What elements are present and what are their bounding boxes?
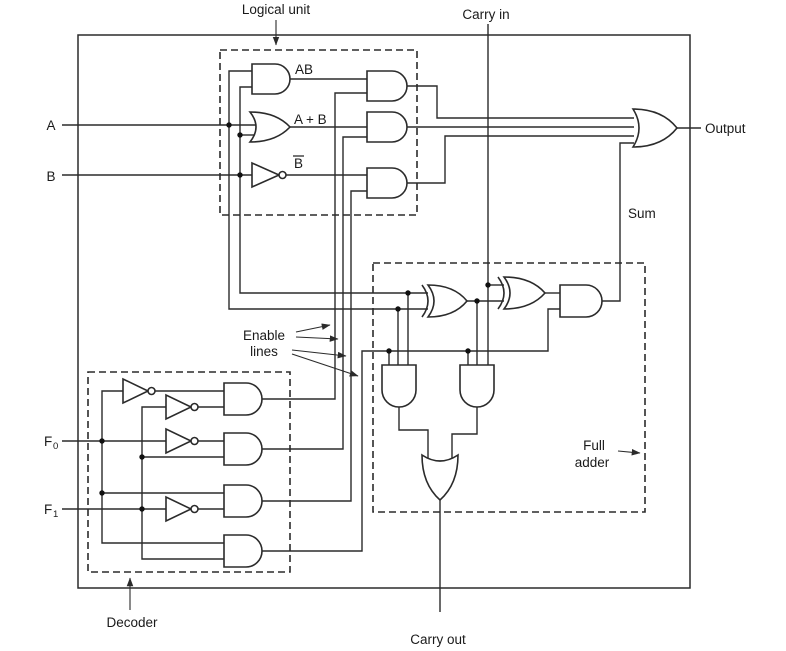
input-f1-subscript: 1 (53, 509, 58, 520)
enable-lines-label-line1: Enable (243, 328, 285, 343)
decoder-not-gate-2 (165, 393, 193, 421)
not-bubble-b (278, 170, 287, 180)
wire-logic1-to-output (407, 85, 634, 119)
xor-gate-1 (426, 284, 469, 318)
junction-dot (474, 298, 480, 304)
junction-dot (237, 132, 243, 138)
outer-chip-box (77, 34, 691, 589)
and-gate-ab (251, 63, 291, 95)
carry-out-label: Carry out (410, 632, 466, 647)
input-f1-label: F (44, 502, 52, 517)
gates (122, 63, 679, 568)
wires (62, 24, 701, 612)
wire-b-to-adder (239, 175, 428, 294)
junction-dot (485, 282, 491, 288)
region-boxes (77, 34, 691, 589)
wire-sum-to-output (602, 142, 634, 302)
decoder-and-gate-3 (223, 484, 263, 518)
junction-dot (395, 306, 401, 312)
carry-and-gate-left (381, 364, 417, 408)
wire-enable1 (262, 92, 367, 400)
enable-lines-label-line2: lines (250, 344, 278, 359)
decoder-not-bubble-2 (190, 402, 199, 412)
input-b-label: B (46, 169, 55, 184)
full-adder-label-line1: Full (583, 438, 605, 453)
decoder-box (87, 371, 291, 573)
input-f0-subscript: 0 (53, 441, 58, 452)
enable-lines-arrow-4 (291, 353, 359, 377)
output-or-gate (631, 108, 679, 148)
carry-and-gate-right (459, 364, 495, 408)
text-labels: Logical unit Carry in Output Sum Full ad… (44, 2, 746, 647)
input-f0-label: F (44, 434, 52, 449)
input-a-label: A (46, 118, 55, 133)
enable-lines-arrow-1 (295, 323, 331, 333)
junction-dot (405, 290, 411, 296)
carry-or-gate (421, 453, 459, 502)
enable-and-gate-1 (366, 70, 408, 102)
decoder-not-gate-4 (165, 495, 193, 523)
output-label: Output (705, 121, 746, 136)
wire-f0-down (101, 441, 224, 544)
decoder-label: Decoder (106, 615, 158, 630)
wire-enable4-adder (262, 308, 560, 552)
junction-dot (226, 122, 232, 128)
enable-and-gate-2 (366, 111, 408, 143)
decoder-not-gate-1 (122, 377, 150, 405)
logical-unit-label: Logical unit (242, 2, 311, 17)
junction-dot (139, 454, 145, 460)
wire-enable3 (262, 190, 367, 502)
junction-dots (99, 122, 491, 512)
wire-enable2 (262, 136, 367, 450)
wire-andR-to-or (451, 407, 478, 464)
annotation-arrows (126, 20, 641, 610)
decoder-and-gate-1 (223, 382, 263, 416)
wire-logic3-to-output (407, 135, 634, 184)
junction-dot (465, 348, 471, 354)
xor1-back-arc (421, 284, 429, 318)
wire-f1-down (141, 509, 224, 560)
decoder-and-gate-4 (223, 534, 263, 568)
b-bar-signal-label: B (294, 156, 303, 171)
decoder-and-gate-2 (223, 432, 263, 466)
enable-lines-arrow-2 (295, 335, 339, 342)
a-plus-b-signal-label: A + B (294, 112, 327, 127)
sum-and-gate (559, 284, 603, 318)
logical-unit-box (219, 49, 418, 216)
wire-f0-up (101, 390, 123, 441)
decoder-not-bubble-3 (190, 436, 199, 446)
full-adder-label-line2: adder (575, 455, 610, 470)
wire-b-to-and (239, 86, 252, 175)
decoder-not-bubble-1 (147, 386, 156, 396)
full-adder-box (372, 262, 646, 513)
xor2-back-arc (497, 276, 505, 310)
full-adder-pointer-arrow (617, 448, 641, 456)
decoder-not-gate-3 (165, 427, 193, 455)
junction-dot (386, 348, 392, 354)
enable-and-gate-3 (366, 167, 408, 199)
wire-a-to-adder (228, 125, 428, 310)
junction-dot (139, 506, 145, 512)
wire-f1-up (141, 406, 166, 509)
not-gate-b (251, 161, 281, 189)
ab-signal-label: AB (295, 62, 313, 77)
carry-in-label: Carry in (462, 7, 509, 22)
junction-dot (99, 438, 105, 444)
or-gate-a-plus-b (248, 111, 292, 143)
wire-a-to-and (228, 70, 252, 125)
wire-andL-to-or (398, 407, 429, 464)
xor-gate-2 (502, 276, 547, 310)
junction-dot (237, 172, 243, 178)
junction-dot (99, 490, 105, 496)
enable-lines-arrow-3 (291, 349, 347, 359)
sum-label: Sum (628, 206, 656, 221)
decoder-not-bubble-4 (190, 504, 199, 514)
